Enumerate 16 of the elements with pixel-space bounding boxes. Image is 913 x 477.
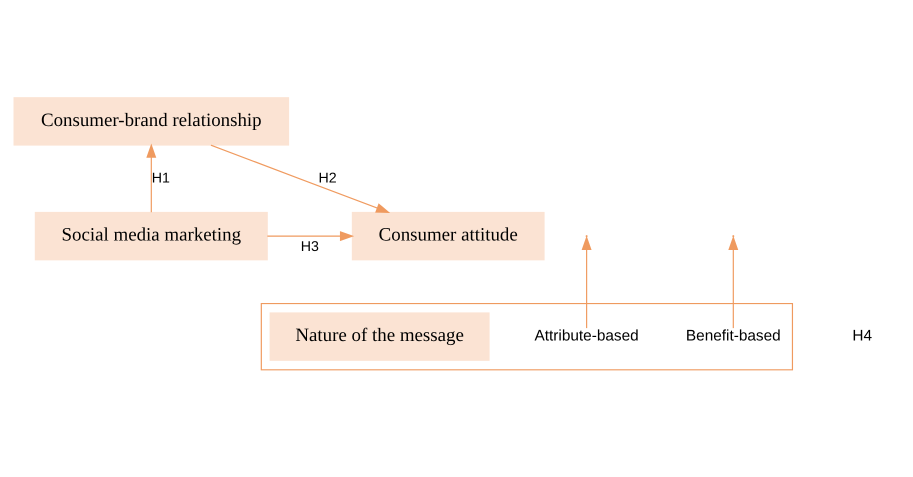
edge-label: H1 (152, 170, 170, 186)
arrow (582, 236, 592, 328)
edge-label: H3 (300, 239, 319, 256)
arrow (267, 231, 354, 242)
node-box: Social media marketing (34, 212, 268, 260)
arrow (728, 236, 738, 328)
label: H4 (852, 328, 872, 345)
cluster (260, 302, 794, 370)
node-box: Consumer attitude (352, 212, 545, 260)
edge-label: H2 (318, 170, 337, 186)
node-box: Nature of the message (270, 312, 490, 361)
arrow (146, 144, 156, 212)
node-box: Consumer-brand relationship (14, 97, 290, 146)
node-text: Attribute-based (534, 328, 639, 345)
arrow (210, 144, 390, 213)
node-text: Benefit-based (686, 328, 781, 345)
